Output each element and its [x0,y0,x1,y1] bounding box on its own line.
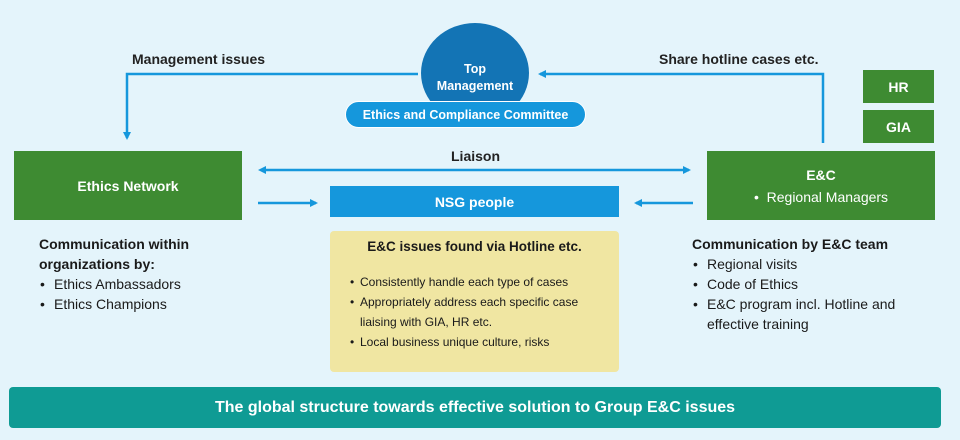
ec-box: E&C • Regional Managers [707,151,935,220]
right-communication-item: Code of Ethics [692,274,932,294]
right-communication: Communication by E&C team Regional visit… [692,234,932,334]
ethics-network-box: Ethics Network [14,151,242,220]
nsg-people-box: NSG people [330,186,619,217]
right-communication-item: Regional visits [692,254,932,274]
left-communication: Communication within organizations by: E… [39,234,249,314]
issues-item: Appropriately address each specific case… [350,292,609,332]
footer-banner: The global structure towards effective s… [9,387,941,428]
liaison-label: Liaison [451,148,501,164]
gia-box: GIA [863,110,934,143]
left-communication-item: Ethics Champions [39,294,249,314]
issues-item: Consistently handle each type of cases [350,272,609,292]
issues-item: Local business unique culture, risks [350,332,609,352]
management-issues-arrow [123,72,418,140]
share-hotline-arrow [538,70,825,143]
left-communication-item: Ethics Ambassadors [39,274,249,294]
issues-box: E&C issues found via Hotline etc. Consis… [330,231,619,372]
top-management-line2: Management [436,79,514,93]
left-communication-title: Communication within organizations by: [39,236,190,272]
right-communication-title: Communication by E&C team [692,236,889,252]
issues-title: E&C issues found via Hotline etc. [367,239,582,254]
management-issues-label: Management issues [132,51,266,67]
top-management-line1: Top [464,62,486,76]
ec-item: • Regional Managers [753,188,889,205]
ethics-committee-pill: Ethics and Compliance Committee [345,101,586,128]
right-communication-item: E&C program incl. Hotline and effective … [692,294,932,334]
ec-title: E&C [806,166,836,183]
hr-box: HR [863,70,934,103]
share-hotline-label: Share hotline cases etc. [659,51,819,67]
